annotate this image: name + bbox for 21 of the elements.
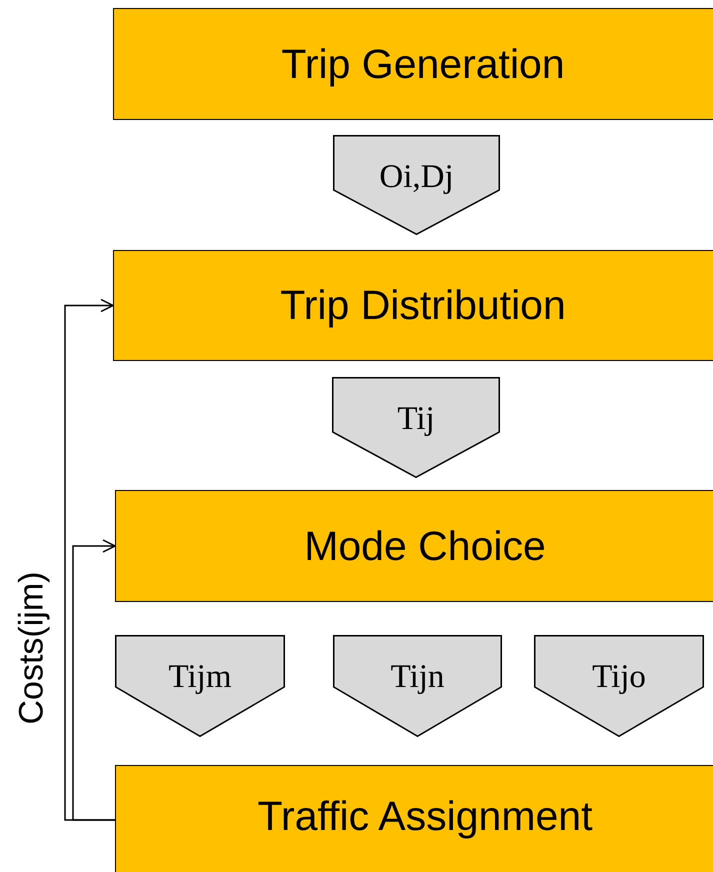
node-label: Traffic Assignment	[258, 792, 592, 840]
process-box	[113, 8, 713, 120]
node-label: Tijo	[592, 658, 646, 697]
feedback-arrow	[72, 539, 116, 821]
side-label: Costs(ijm)	[12, 572, 52, 724]
feedback-arrow	[64, 298, 115, 821]
chevron-shape	[333, 635, 502, 737]
node-label: Tijm	[168, 658, 232, 697]
node-label: Tijn	[390, 658, 444, 697]
node-label: Trip Generation	[281, 40, 565, 88]
node-label: Trip Distribution	[280, 282, 566, 329]
process-box	[115, 490, 713, 602]
node-label: Tij	[397, 400, 435, 439]
chevron-shape	[332, 377, 500, 478]
process-box	[115, 765, 713, 872]
chevron-shape	[534, 635, 704, 737]
node-label: Mode Choice	[304, 522, 546, 570]
chevron-shape	[115, 635, 285, 737]
chevron-shape	[333, 135, 500, 235]
process-box	[113, 250, 713, 361]
node-label: Oi,Dj	[379, 158, 454, 197]
